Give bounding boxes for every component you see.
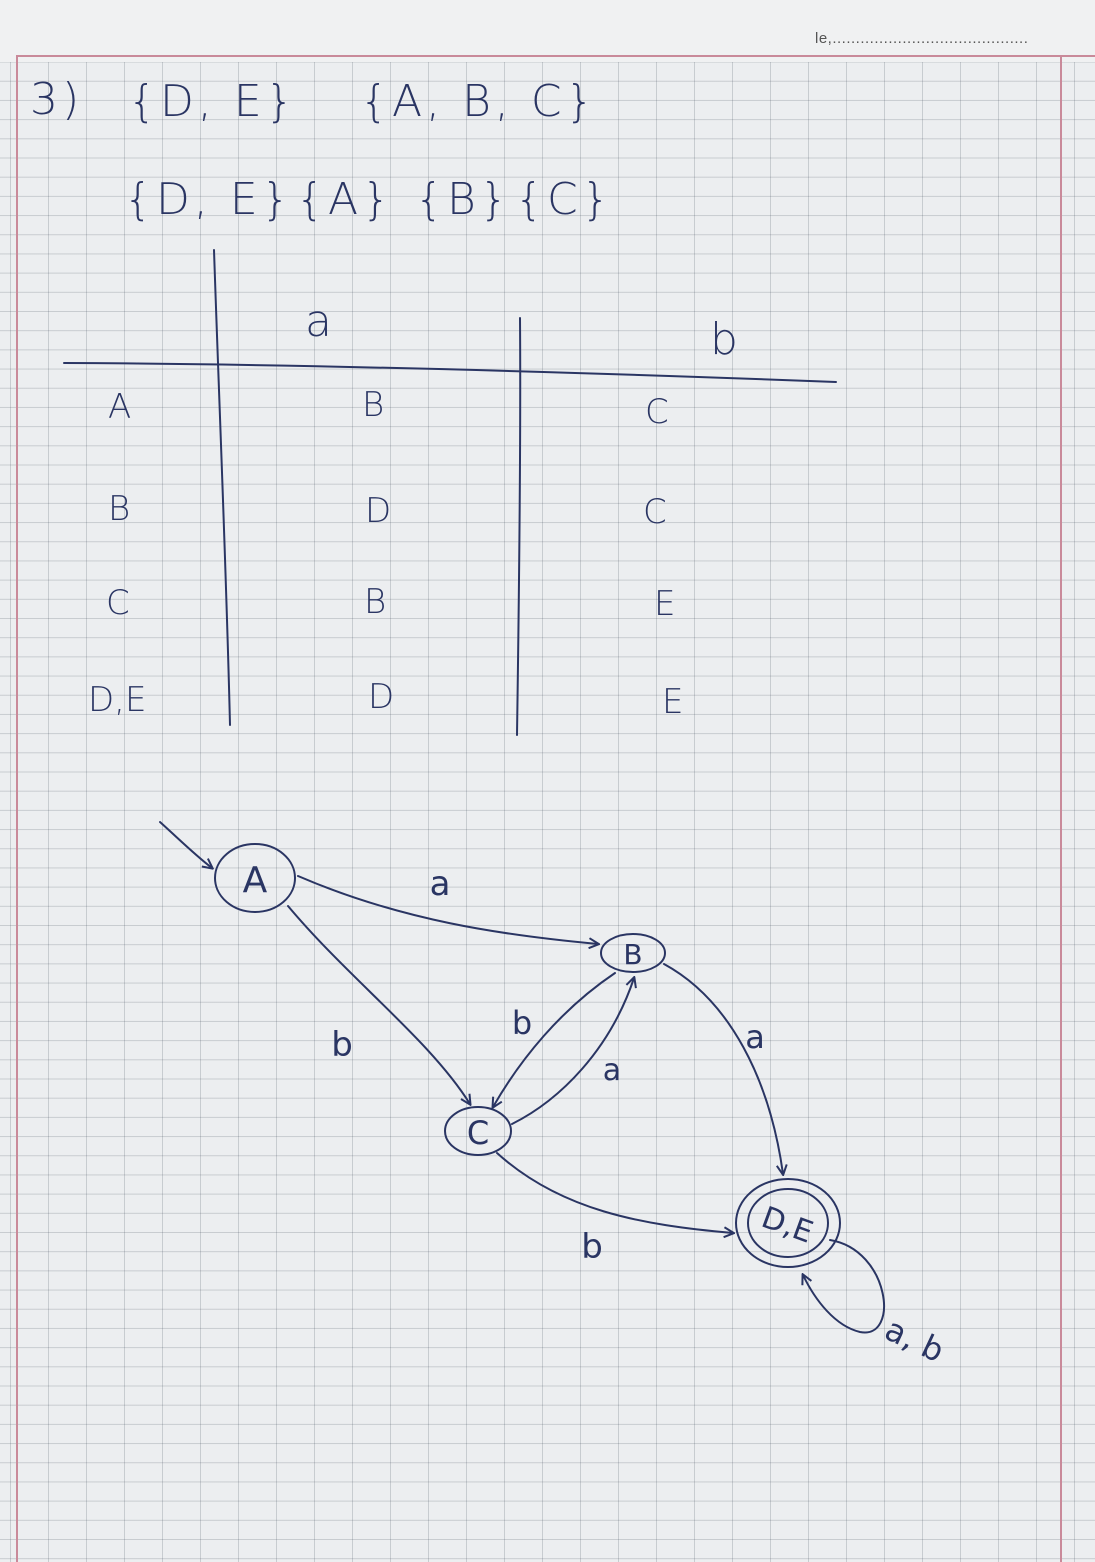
label-C-B: a: [603, 1053, 621, 1088]
table-header-line: [63, 362, 837, 383]
table-row-2-a: D: [365, 491, 392, 531]
label-B-DE: a: [745, 1018, 765, 1056]
partition-1-set-1: {D, E}: [128, 76, 298, 127]
table-row-1-state: A: [108, 387, 132, 427]
partition-2-set-1: {D, E}: [124, 174, 294, 225]
state-B: B: [600, 933, 666, 973]
transition-DE-loop: [803, 1239, 885, 1334]
table-header-a: a: [305, 296, 332, 347]
partition-2-set-4: {C}: [515, 174, 614, 225]
initial-arrow: [159, 821, 212, 868]
left-margin-line: [16, 55, 18, 1562]
table-row-1-b: C: [645, 392, 669, 432]
exercise-number: 3): [30, 74, 84, 125]
transition-A-C: [287, 905, 470, 1104]
table-row-4-state: D,E: [88, 680, 147, 720]
table-header-b: b: [710, 314, 738, 365]
table-row-1-a: B: [362, 385, 385, 425]
top-margin-line: [16, 55, 1095, 57]
transition-C-DE: [496, 1152, 733, 1233]
right-margin-line: [1060, 55, 1062, 1562]
state-C: C: [444, 1106, 512, 1156]
label-A-B: a: [430, 864, 451, 904]
state-DE-final: D,E: [735, 1178, 841, 1268]
table-row-3-state: C: [106, 583, 130, 623]
page-header-strip: [0, 0, 1095, 62]
partition-2-set-3: {B}: [415, 174, 512, 225]
transition-C-B: [511, 978, 634, 1125]
label-A-C: b: [331, 1025, 353, 1065]
label-DE-loop: a, b: [879, 1310, 950, 1370]
state-C-label: C: [467, 1114, 489, 1152]
label-C-DE: b: [581, 1227, 603, 1267]
partition-1-set-2: {A, B, C}: [360, 76, 598, 127]
table-row-3-a: B: [364, 582, 387, 622]
table-row-3-b: E: [654, 584, 676, 624]
transition-B-C: [493, 972, 616, 1107]
transition-A-B: [297, 875, 598, 944]
partition-2-set-2: {A}: [296, 174, 395, 225]
transition-B-DE: [663, 963, 783, 1174]
state-DE-label: D,E: [757, 1200, 817, 1251]
table-vertical-line-2: [516, 317, 522, 736]
table-row-2-b: C: [643, 492, 667, 532]
date-field: le,.....................................…: [815, 30, 1029, 47]
label-B-C: b: [512, 1004, 532, 1042]
table-vertical-line-1: [213, 249, 231, 726]
table-row-2-state: B: [108, 489, 131, 529]
state-A: A: [214, 843, 296, 913]
state-A-label: A: [243, 860, 268, 901]
table-row-4-a: D: [368, 677, 395, 717]
state-B-label: B: [623, 938, 642, 971]
table-row-4-b: E: [662, 682, 684, 722]
